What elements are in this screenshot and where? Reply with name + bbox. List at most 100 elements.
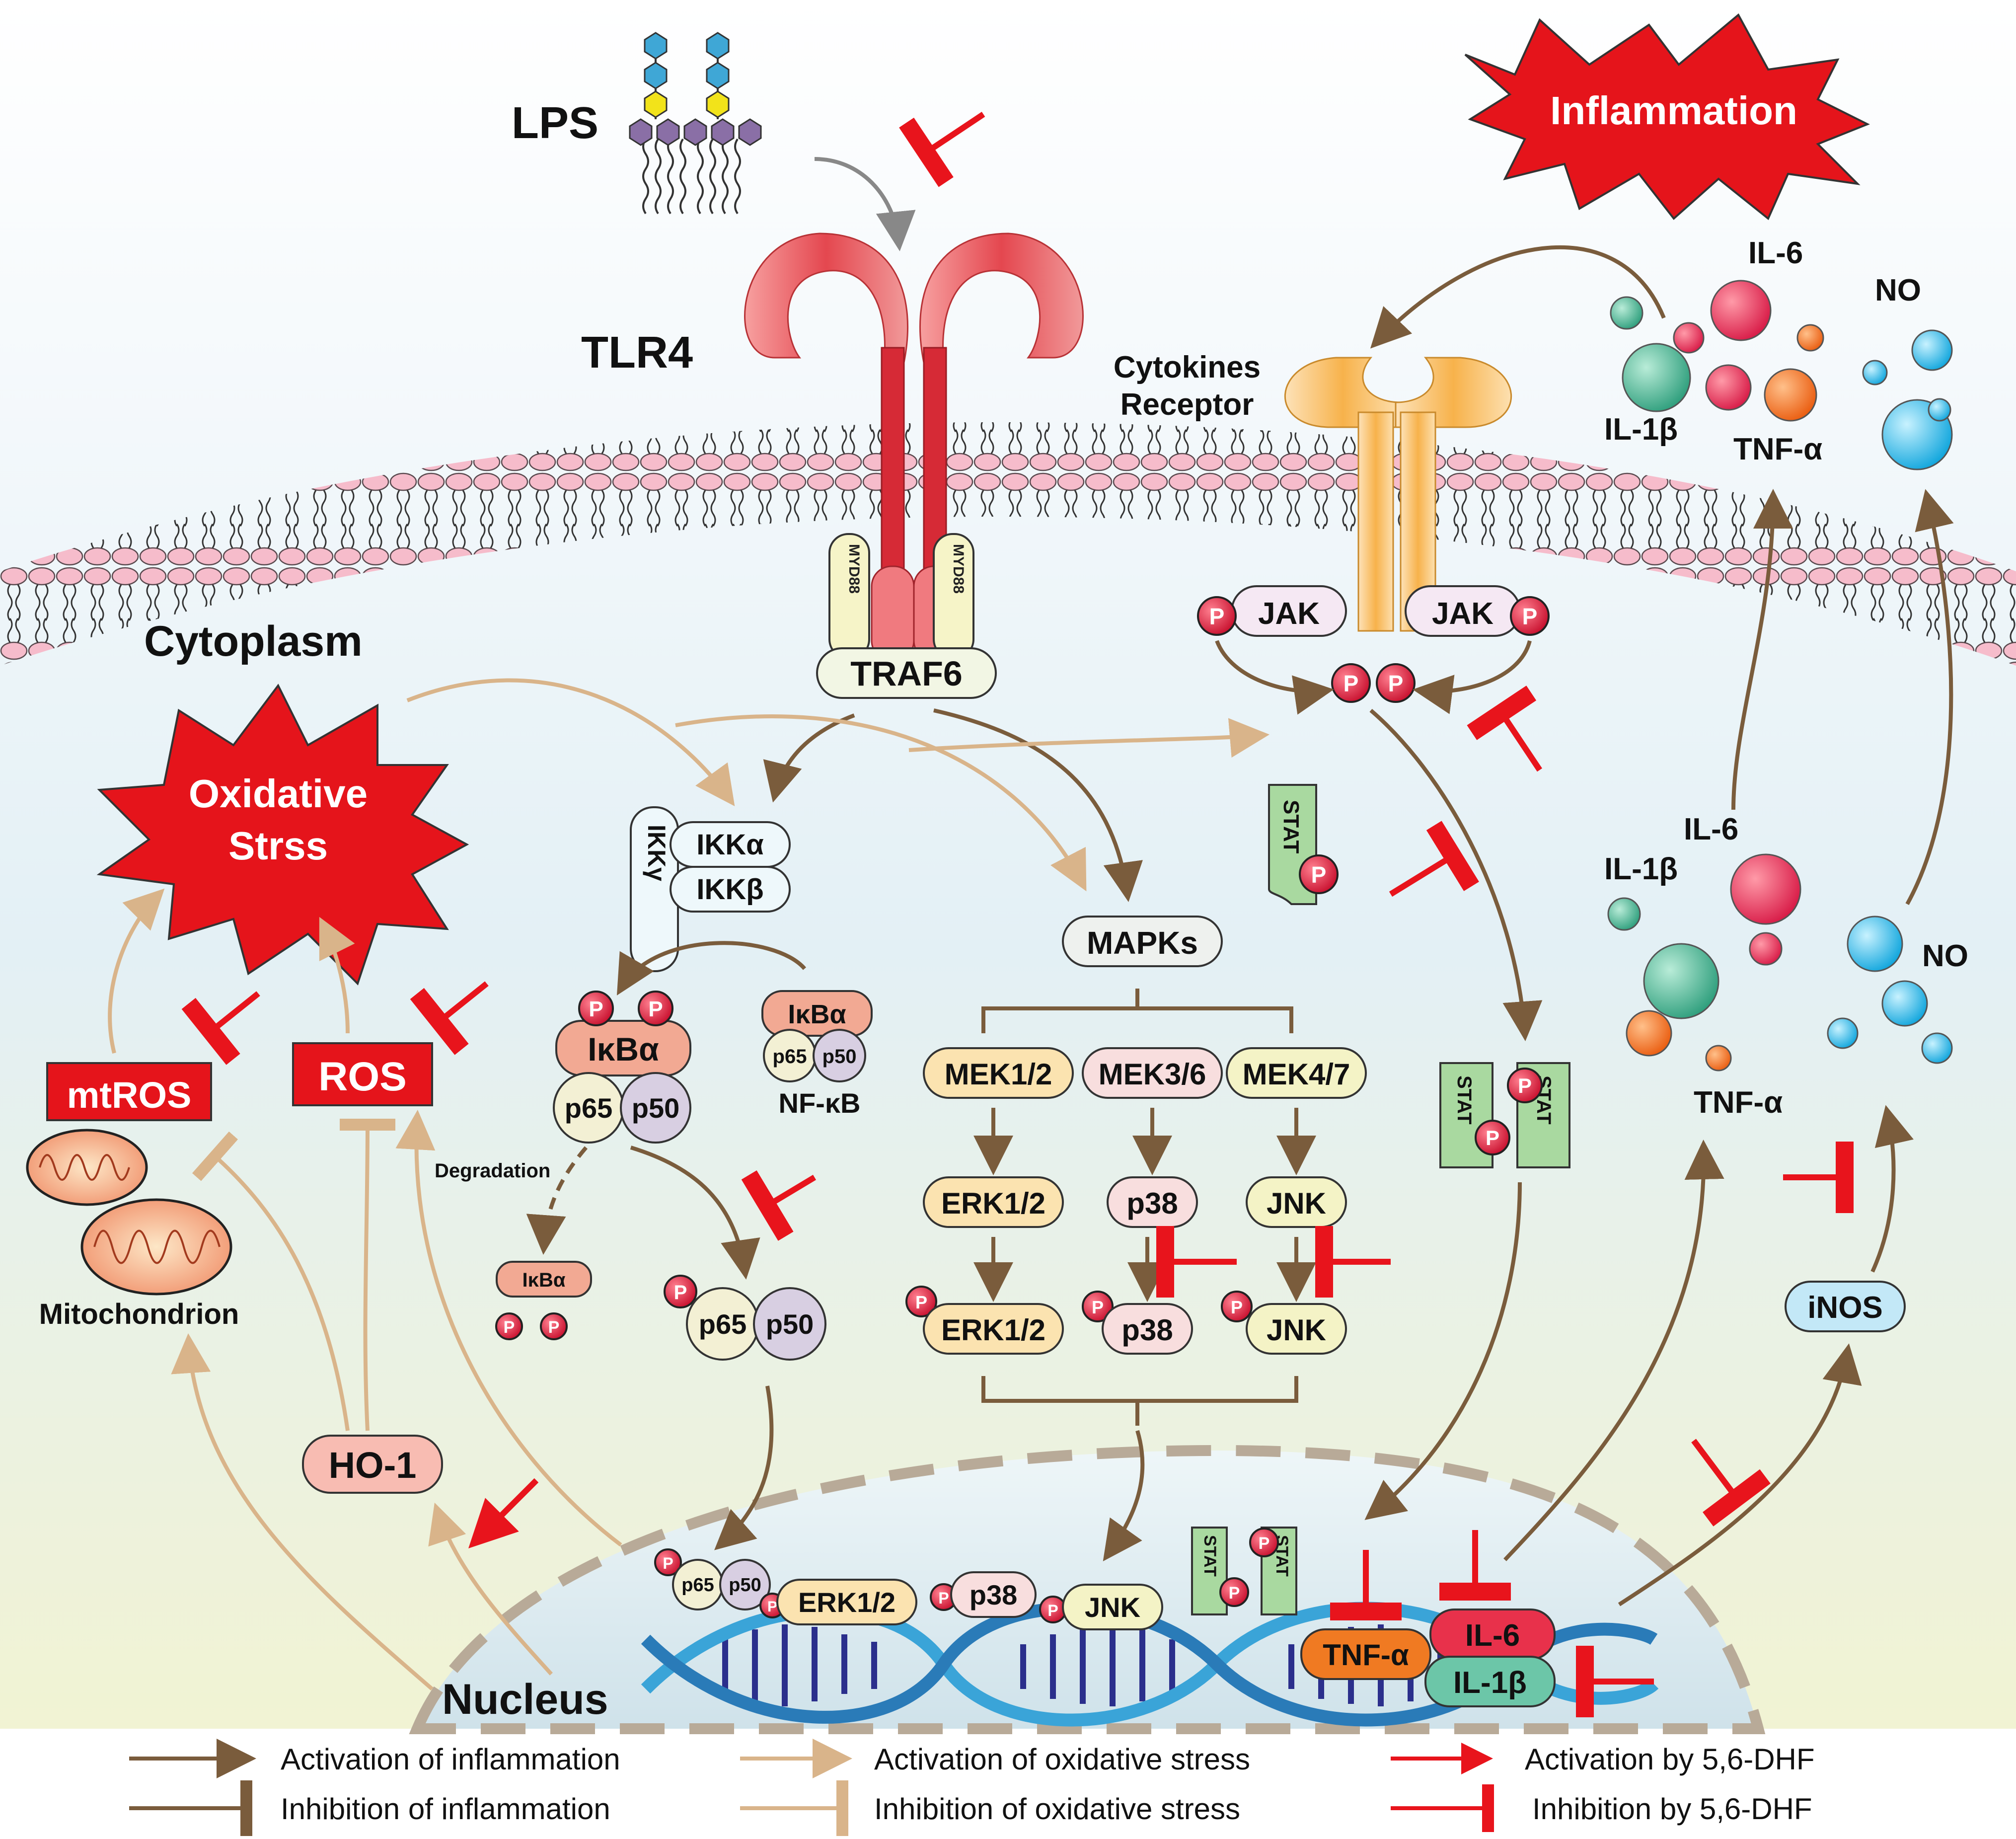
phospho-p38-label: p38	[1121, 1313, 1173, 1347]
nuclear-stat-left	[1191, 1527, 1228, 1615]
svg-text:P: P	[1209, 604, 1225, 629]
legend: Activation of inflammation Inhibition of…	[129, 1739, 1815, 1836]
p50-label: p50	[632, 1092, 680, 1124]
svg-text:P: P	[648, 997, 663, 1021]
legend-inh-inflammation: Inhibition of inflammation	[281, 1792, 610, 1826]
arrow-oxidative-to-mapks	[675, 714, 1087, 892]
il1b-extracellular-label: IL-1β	[1604, 412, 1678, 447]
mek47-label: MEK4/7	[1243, 1058, 1350, 1091]
erk12-node	[923, 1176, 1064, 1228]
phospho-badge: P	[1197, 596, 1237, 636]
svg-text:P: P	[938, 1589, 949, 1607]
inos-label: iNOS	[1807, 1291, 1883, 1325]
svg-text:P: P	[1092, 1297, 1104, 1317]
legend-inh-oxidative: Inhibition of oxidative stress	[874, 1792, 1240, 1826]
no-extracellular-label: NO	[1875, 273, 1921, 307]
ikba-node	[761, 990, 873, 1037]
svg-text:P: P	[1229, 1584, 1240, 1603]
phospho-p38-node	[1102, 1303, 1193, 1355]
mek12-label: MEK1/2	[945, 1058, 1052, 1091]
ros-label: ROS	[318, 1054, 407, 1099]
arrow-il1b-gene-to-cytokines	[1503, 1140, 1724, 1561]
mapk-merge-bracket	[981, 1376, 1298, 1426]
arrow-ikba-to-p65p50	[630, 1146, 760, 1280]
ikk-beta-node	[670, 866, 791, 913]
svg-text:P: P	[589, 997, 603, 1021]
jnk-node	[1246, 1176, 1347, 1228]
mtros-box	[46, 1062, 212, 1121]
phospho-badge: P	[664, 1275, 697, 1308]
arrow-stat-dimer-to-nucleus	[1364, 1182, 1522, 1520]
nuclear-p50-node	[719, 1559, 771, 1610]
svg-text:P: P	[1486, 1126, 1499, 1149]
inos-node	[1785, 1281, 1906, 1332]
svg-text:P: P	[1522, 604, 1538, 629]
mapks-bracket	[981, 989, 1293, 1033]
nuclear-jnk-node	[1062, 1584, 1163, 1630]
arrow-mapks-to-nucleus	[1103, 1430, 1145, 1562]
phospho-badge: P	[1510, 596, 1550, 636]
lps-label: LPS	[512, 98, 598, 148]
inflammation-label: Inflammation	[1550, 88, 1797, 133]
oxidative-stress-label-line2: Strss	[228, 824, 328, 868]
nfkb-p50-label: p50	[822, 1046, 857, 1068]
phospho-badge: P	[578, 991, 614, 1026]
nuclear-p38-label: p38	[970, 1579, 1018, 1610]
phospho-badge: P	[1331, 663, 1371, 703]
nfkb-label: NF-κB	[779, 1087, 861, 1119]
svg-text:P: P	[1344, 671, 1359, 696]
svg-text:P: P	[915, 1292, 927, 1312]
phospho-p50-label: p50	[766, 1308, 814, 1340]
legend-act-inflammation: Activation of inflammation	[281, 1743, 620, 1776]
ikba-phospho-node	[555, 1020, 691, 1076]
mitochondrion-small	[26, 1129, 148, 1206]
tnfa-intracellular-label: TNF-α	[1694, 1085, 1783, 1120]
traf6-node	[816, 647, 997, 699]
legend-background	[0, 1729, 2016, 1839]
svg-text:P: P	[1518, 1074, 1532, 1097]
jak-left-label: JAK	[1258, 597, 1320, 631]
stat-label: STAT	[1279, 800, 1303, 853]
phospho-badge: P	[1221, 1291, 1253, 1322]
il6-extracellular-label: IL-6	[1748, 236, 1803, 270]
mapks-node	[1062, 916, 1223, 967]
degradation-label: Degradation	[435, 1160, 550, 1182]
tnfa-extracellular-label: TNF-α	[1733, 432, 1822, 466]
nfkb-p65-label: p65	[773, 1046, 807, 1068]
arrow-tnfa-to-extracellular	[1731, 489, 1793, 810]
phospho-badge: P	[1082, 1291, 1114, 1322]
nuclear-stat-left-label: STAT	[1200, 1535, 1219, 1577]
arrow-mtros-to-oxidative	[108, 888, 165, 1054]
arrow-ikk-to-ikba	[616, 941, 807, 996]
phospho-badge: P	[1249, 1528, 1279, 1557]
phospho-badge: P	[1299, 854, 1339, 894]
dhf-inhibit-ros	[410, 981, 489, 1055]
stat-dimer-left-label: STAT	[1453, 1075, 1475, 1125]
phospho-badge: P	[1039, 1596, 1067, 1623]
ikk-gamma-label: IKKγ	[643, 825, 671, 881]
svg-text:P: P	[1259, 1534, 1270, 1553]
arrow-nucleus-to-mitochondrion	[171, 1333, 434, 1691]
phospho-p50-node	[753, 1287, 826, 1361]
nucleus-label: Nucleus	[442, 1676, 608, 1723]
ho1-label: HO-1	[329, 1445, 417, 1486]
mitochondrion-label: Mitochondrion	[39, 1298, 239, 1330]
gene-il1b-label: IL-1β	[1453, 1666, 1527, 1700]
phospho-jnk-label: JNK	[1267, 1313, 1326, 1347]
oxidative-stress-label-line1: Oxidative	[189, 771, 368, 816]
gene-il6-label: IL-6	[1465, 1618, 1520, 1653]
nfkb-p50-node	[813, 1029, 866, 1082]
svg-text:P: P	[548, 1318, 560, 1337]
phospho-badge: P	[930, 1583, 958, 1611]
inhibit-ho1-to-mtros	[192, 1131, 350, 1431]
nuclear-erk12-node	[776, 1579, 917, 1625]
ho1-node	[302, 1435, 443, 1494]
mek36-label: MEK3/6	[1099, 1058, 1206, 1091]
ikba-label: IκBα	[788, 999, 846, 1029]
degraded-ikba-label: IκBα	[523, 1269, 566, 1291]
arrow-oxidative-to-ikk	[406, 678, 735, 806]
p65-label: p65	[565, 1092, 613, 1124]
p50-node	[620, 1072, 691, 1144]
nuclear-p50-label: p50	[729, 1575, 761, 1596]
